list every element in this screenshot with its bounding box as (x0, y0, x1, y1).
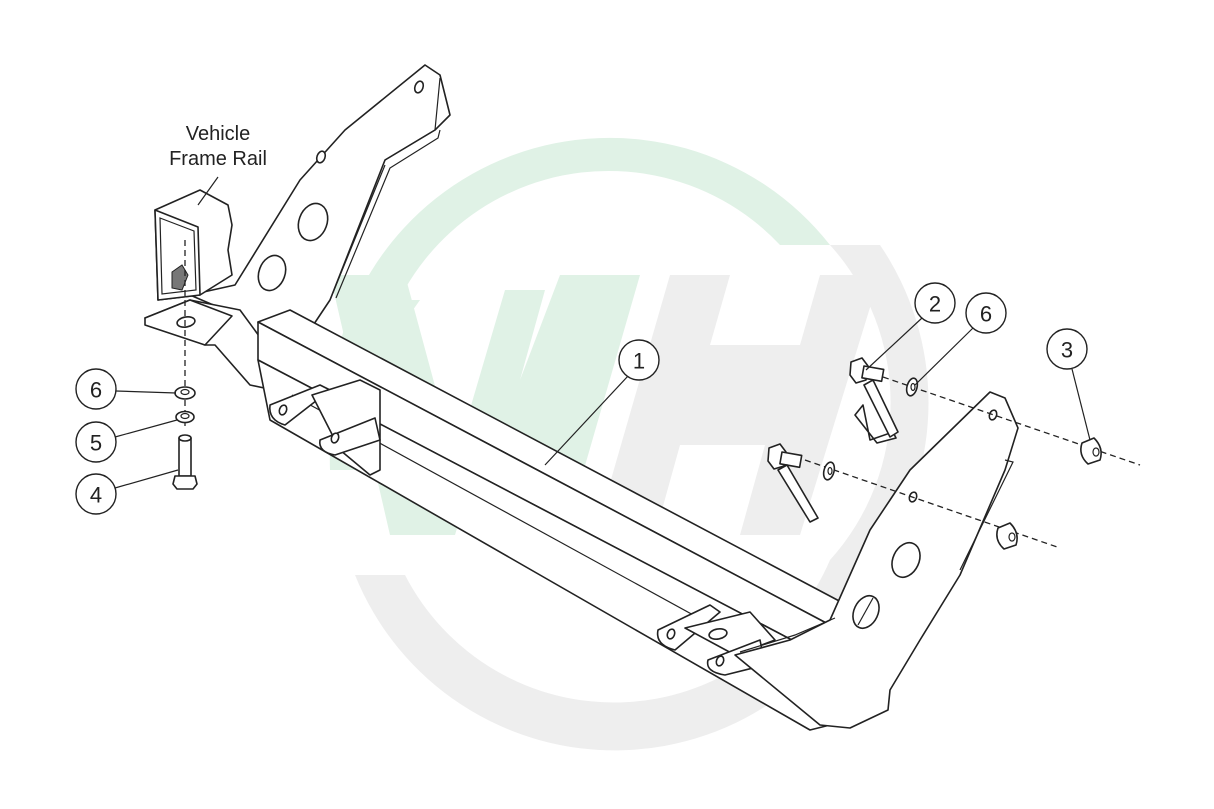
svg-text:4: 4 (90, 483, 102, 508)
svg-text:3: 3 (1061, 338, 1073, 363)
right-upright-plate (734, 391, 1019, 729)
annotation-line-2: Frame Rail (169, 148, 267, 170)
callout-2: 2 (865, 282, 956, 371)
callout-5: 5 (75, 419, 178, 463)
frame-rail-annotation: Vehicle Frame Rail (169, 123, 267, 206)
vehicle-frame-rail (154, 189, 233, 301)
annotation-line-1: Vehicle (186, 123, 251, 145)
left-hardware (172, 386, 198, 490)
callout-3: 3 (1046, 328, 1091, 441)
svg-text:6: 6 (980, 302, 992, 327)
main-crossbar (257, 309, 861, 731)
assembly-lines (184, 240, 1141, 549)
callout-6-left: 6 (75, 368, 177, 410)
svg-text:2: 2 (929, 292, 941, 317)
callout-1: 1 (544, 339, 660, 466)
svg-text:1: 1 (633, 349, 645, 374)
callout-6-right: 6 (914, 292, 1007, 386)
svg-text:6: 6 (90, 378, 102, 403)
left-upright-plate (189, 64, 451, 346)
right-hardware (767, 357, 1102, 550)
svg-text:5: 5 (90, 431, 102, 456)
callout-4: 4 (75, 469, 179, 515)
